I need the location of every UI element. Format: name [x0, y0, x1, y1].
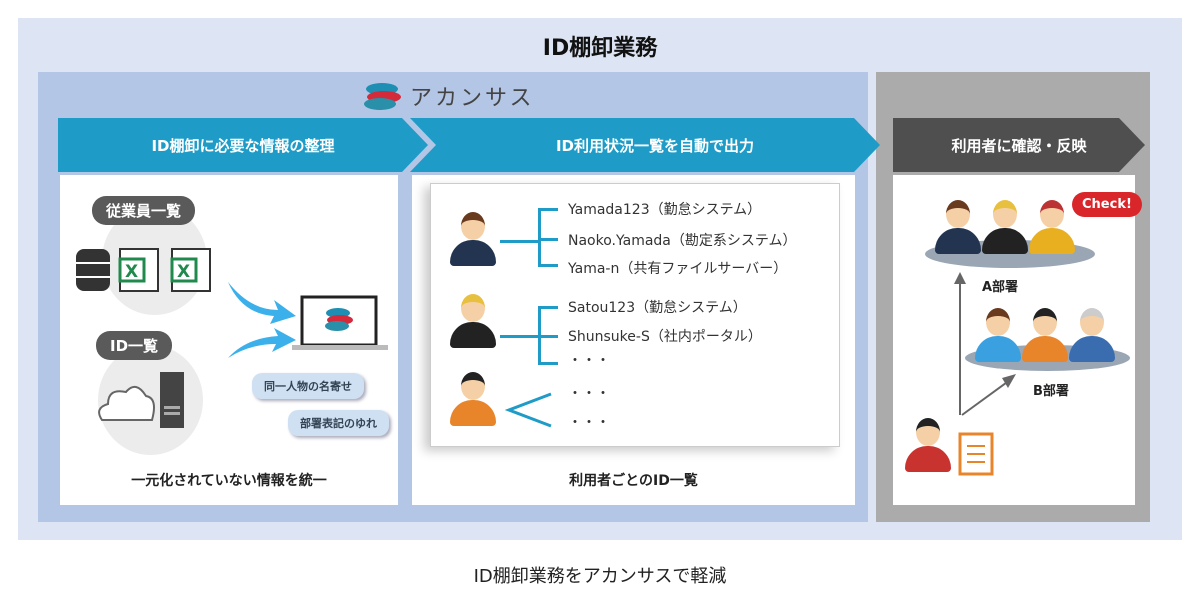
user-avatar-man — [450, 372, 496, 428]
member-avatar — [935, 200, 981, 256]
figure-caption: ID棚卸業務をアカンサスで軽減 — [473, 566, 727, 587]
check-bubble: Check! — [1072, 192, 1142, 217]
svg-text:X: X — [177, 262, 190, 282]
left-caption: 一元化されていない情報を統一 — [131, 473, 327, 489]
id-entry: Yamada123（勤怠システム） — [568, 202, 762, 218]
svg-text:X: X — [125, 262, 138, 282]
member-avatar — [975, 308, 1021, 364]
step-2-banner: ID利用状況一覧を自動で出力 — [410, 118, 880, 172]
cloud-server-icon — [98, 372, 184, 428]
name-matching-bubble: 同一人物の名寄せ — [252, 373, 364, 399]
employee-list-label: 従業員一覧 — [92, 196, 196, 225]
id-list-box — [430, 183, 840, 447]
document-icon — [958, 432, 994, 476]
id-entry: Yama-n（共有ファイルサーバー） — [568, 261, 788, 277]
database-excel-icon: X X — [76, 248, 211, 292]
laptop-icon — [292, 295, 388, 350]
id-entry: ・・・ — [568, 353, 610, 369]
id-list-label: ID一覧 — [96, 331, 173, 360]
flow-arrows-icon — [228, 282, 296, 358]
middle-caption: 利用者ごとのID一覧 — [569, 473, 698, 489]
user-avatar-man-glasses — [450, 294, 496, 350]
brand-name: アカンサス — [410, 86, 535, 111]
id-entry: ・・・ — [568, 386, 610, 402]
id-entry: Naoko.Yamada（勘定系システム） — [568, 233, 797, 249]
member-avatar — [1022, 308, 1068, 364]
step-1-banner: ID棚卸に必要な情報の整理 — [58, 118, 428, 172]
department-variance-bubble: 部署表記のゆれ — [288, 410, 389, 436]
id-entry: Shunsuke-S（社内ポータル） — [568, 329, 762, 345]
id-entry: Satou123（勤怠システム） — [568, 300, 747, 316]
branch-lines — [505, 392, 552, 428]
member-avatar — [1029, 200, 1075, 256]
member-avatar — [982, 200, 1028, 256]
member-avatar — [1069, 308, 1115, 364]
id-entry: ・・・ — [568, 415, 610, 431]
step-3-banner: 利用者に確認・反映 — [893, 118, 1145, 172]
department-b-label: B部署 — [1033, 384, 1069, 399]
acanthus-logo-icon — [364, 83, 401, 110]
diagram-title: ID棚卸業務 — [542, 36, 658, 61]
update-arrows — [954, 272, 1016, 416]
admin-avatar — [905, 418, 951, 474]
department-a-label: A部署 — [982, 280, 1019, 295]
user-avatar-woman — [450, 212, 496, 268]
brand-logo: アカンサス — [362, 80, 535, 112]
